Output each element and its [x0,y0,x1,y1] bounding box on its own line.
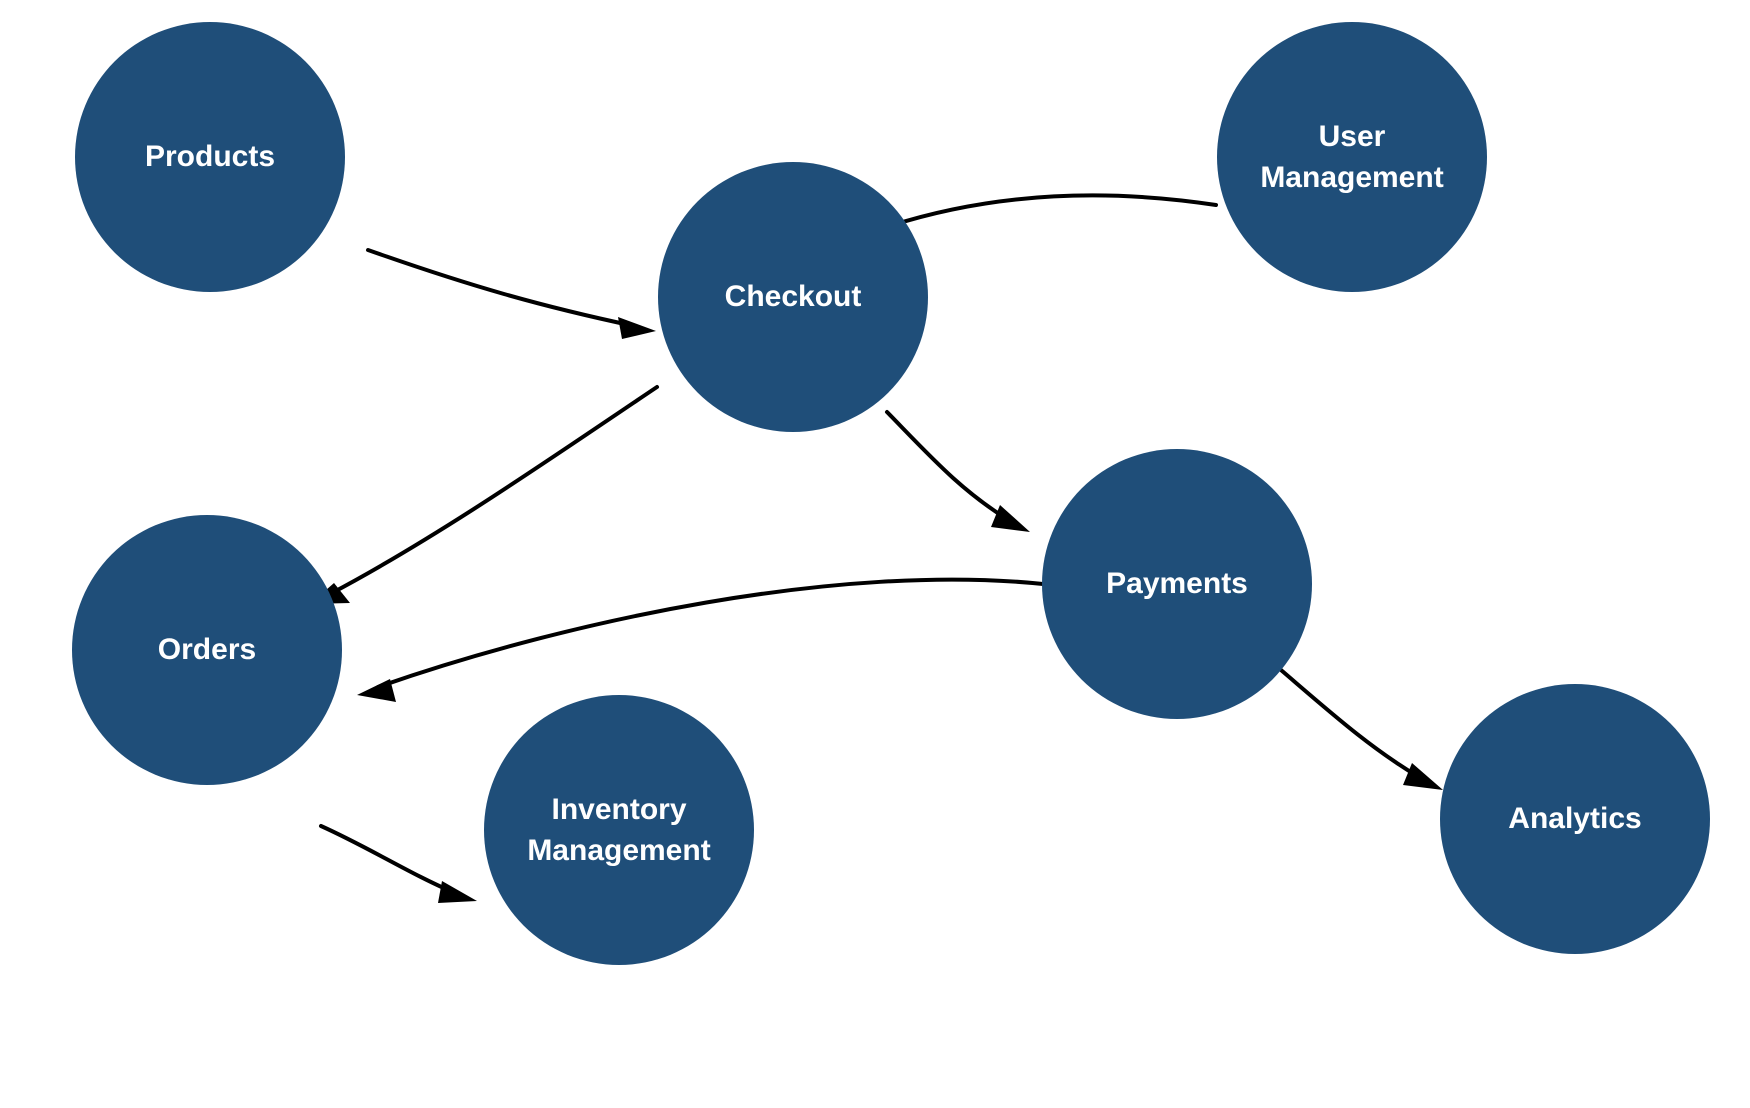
node-products[interactable]: Products [75,22,345,292]
node-user-management[interactable]: User Management [1217,22,1487,292]
edge-orders-inventory[interactable] [319,824,477,903]
node-payments[interactable]: Payments [1042,449,1312,719]
node-checkout[interactable]: Checkout [658,162,928,432]
node-circle [72,515,342,785]
edge-checkout-orders[interactable] [310,385,659,604]
edge-checkout-payments[interactable] [885,410,1030,532]
edge-products-checkout[interactable] [366,248,656,339]
edges-layer [310,193,1443,903]
arrowhead-icon [357,679,396,702]
edge-line [885,410,1012,523]
node-circle [75,22,345,292]
arrowhead-icon [1403,763,1443,790]
node-circle [1042,449,1312,719]
node-analytics[interactable]: Analytics [1440,684,1710,954]
node-circle [484,695,754,965]
edge-payments-orders[interactable] [357,577,1045,702]
edge-line [1279,668,1424,781]
node-inventory-management[interactable]: Inventory Management [484,695,754,965]
node-circle [658,162,928,432]
node-circle [1440,684,1710,954]
edge-line [328,385,659,596]
edge-line [376,577,1045,689]
edge-line [867,193,1218,235]
node-circle [1217,22,1487,292]
arrowhead-icon [618,317,656,339]
edge-payments-analytics[interactable] [1279,668,1443,790]
nodes-layer: Products User Management Checkout Orders… [72,22,1710,965]
edge-line [366,248,636,328]
arrowhead-icon [991,505,1030,532]
arrowhead-icon [438,881,477,903]
edge-line [319,824,457,895]
node-orders[interactable]: Orders [72,515,342,785]
